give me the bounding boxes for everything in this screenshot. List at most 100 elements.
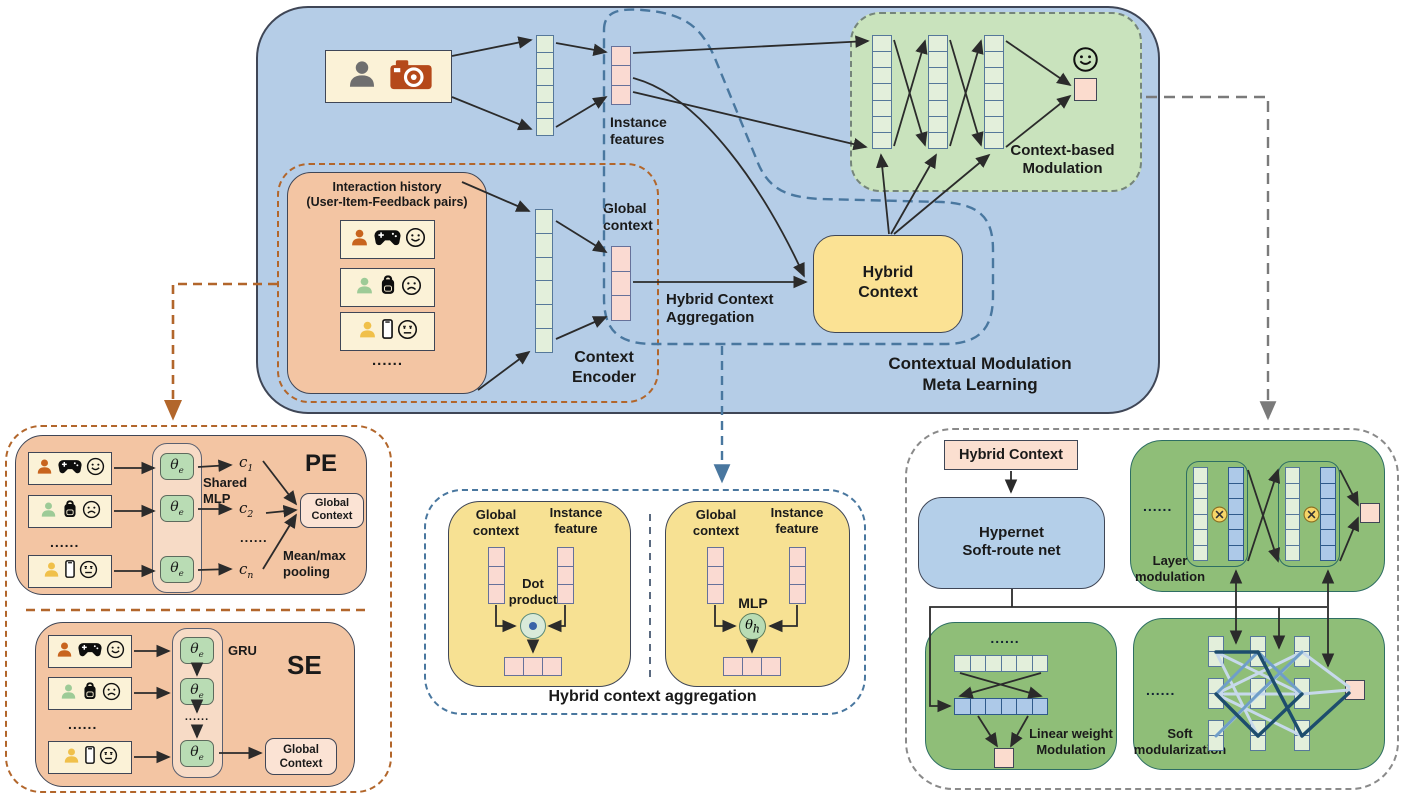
user-item-input-box	[325, 50, 452, 103]
mlp-theta-node: θh	[739, 613, 766, 640]
smiley-happy-icon	[86, 457, 105, 481]
backpack-icon	[379, 274, 397, 301]
elementwise-multiply-icon	[1211, 506, 1228, 528]
pe-cn-label: cn	[239, 560, 254, 581]
pe-title: PE	[305, 450, 338, 477]
smiley-happy-icon	[1072, 46, 1099, 78]
agg-mlp-label: MLP	[738, 595, 768, 611]
instance-features-label: Instance features	[610, 114, 667, 148]
context-encoder-stack	[535, 209, 553, 353]
se-theta-1: θe	[180, 637, 214, 664]
module-cell	[1250, 636, 1266, 667]
module-cell	[1294, 636, 1310, 667]
camera-icon	[389, 55, 433, 98]
se-global-context-label: Global Context	[279, 744, 323, 771]
module-cell	[1250, 720, 1266, 751]
smiley-happy-icon	[405, 227, 426, 253]
meta-learning-title: Contextual Modulation Meta Learning	[888, 354, 1072, 394]
pe-global-context-label: Global Context	[311, 497, 353, 523]
smiley-neutral-icon	[99, 746, 118, 770]
se-ellipsis-theta: ......	[184, 711, 210, 723]
modulation-layer-stack-2	[928, 35, 948, 149]
right-hybrid-context-label: Hybrid Context	[959, 447, 1063, 463]
aggregation-dashed-region	[424, 489, 866, 715]
interaction-row-3	[340, 312, 435, 351]
pe-row-2	[28, 495, 112, 528]
layer-mod-unit1-feature-stack	[1193, 467, 1208, 561]
agg-left-global-label: Global context	[472, 507, 520, 538]
se-theta-3: θe	[180, 740, 214, 767]
agg-left-instance-label: Instance feature	[549, 505, 603, 536]
mlp-agg-box	[665, 501, 850, 687]
se-global-context-box	[265, 738, 337, 775]
smiley-sad-icon	[82, 500, 101, 524]
user-icon	[55, 640, 74, 664]
pe-shared-mlp-label: Shared MLP	[203, 475, 248, 506]
pe-row-1	[28, 452, 112, 485]
layer-modulation-label: Layer modulation	[1134, 553, 1206, 584]
pe-ellipsis-rows: ......	[50, 534, 80, 550]
se-title: SE	[287, 650, 322, 680]
interaction-row-2	[340, 268, 435, 307]
layer-mod-unit1-mod-stack	[1228, 467, 1244, 561]
backpack-icon	[82, 681, 98, 706]
linear-weight-feature-row	[954, 655, 1048, 672]
agg-left-output-row	[504, 657, 562, 676]
hypernet-box	[918, 497, 1105, 589]
module-cell	[1250, 678, 1266, 709]
linear-weight-output-cell	[994, 748, 1014, 768]
dot-product-node	[520, 613, 546, 639]
smiley-happy-icon	[106, 640, 125, 664]
encoder-detail-dashed-region	[5, 425, 392, 793]
instance-features-bar	[611, 46, 631, 105]
game-controller-icon	[374, 228, 401, 252]
modulation-layer-stack-3	[984, 35, 1004, 149]
se-gru-label: GRU	[228, 643, 257, 658]
layer-mod-output-cell	[1360, 503, 1380, 523]
context-encoder-label: Context Encoder	[571, 349, 636, 386]
module-cell	[1208, 636, 1224, 667]
se-ellipsis-rows: ......	[68, 716, 98, 732]
layer-mod-ellipsis: ......	[1143, 498, 1173, 514]
interaction-history-title: Interaction history (User-Item-Feedback …	[306, 180, 468, 210]
backpack-icon	[62, 499, 78, 524]
interaction-ellipsis: ......	[371, 352, 403, 369]
context-modulation-label: Context-based Modulation	[1010, 142, 1115, 178]
agg-right-instance-label: Instance feature	[770, 505, 824, 536]
se-row-1	[48, 635, 132, 668]
prediction-output-cell	[1074, 78, 1097, 101]
user-icon	[39, 500, 58, 524]
pe-c2-label: c2	[239, 499, 254, 520]
module-cell	[1208, 720, 1224, 751]
user-icon	[59, 682, 78, 706]
pe-theta-3: θe	[160, 556, 194, 583]
pe-pooling-label: Mean/max pooling	[283, 548, 346, 579]
user-icon	[354, 275, 375, 301]
pe-ellipsis-c: ......	[240, 530, 268, 545]
modulation-detail-connector	[1146, 95, 1277, 421]
linear-weight-label: Linear weight Modulation	[1029, 726, 1113, 757]
hybrid-aggregation-label: Hybrid Context Aggregation	[666, 291, 774, 327]
soft-mod-output-cell	[1345, 680, 1365, 700]
module-cell	[1294, 678, 1310, 709]
dot-product-label: Dot product	[508, 576, 558, 607]
user-icon	[357, 319, 378, 345]
pe-global-context-box	[300, 493, 364, 528]
aggregation-title: Hybrid context aggregation	[548, 688, 757, 705]
smiley-neutral-icon	[397, 319, 418, 345]
modulation-layer-stack-1	[872, 35, 892, 149]
soft-modularization-label: Soft modularization	[1133, 726, 1227, 757]
phone-icon	[85, 746, 95, 769]
right-hybrid-context-box	[944, 440, 1078, 470]
instance-encoder-stack	[536, 35, 554, 137]
layer-mod-unit2-mod-stack	[1320, 467, 1336, 561]
global-context-label: Global context	[603, 200, 653, 234]
se-row-2	[48, 677, 132, 710]
agg-right-instance-bar	[789, 547, 806, 605]
interaction-row-1	[340, 220, 435, 259]
smiley-sad-icon	[401, 275, 422, 301]
user-icon	[345, 57, 379, 96]
agg-right-global-label: Global context	[692, 507, 740, 538]
se-row-3	[48, 741, 132, 774]
